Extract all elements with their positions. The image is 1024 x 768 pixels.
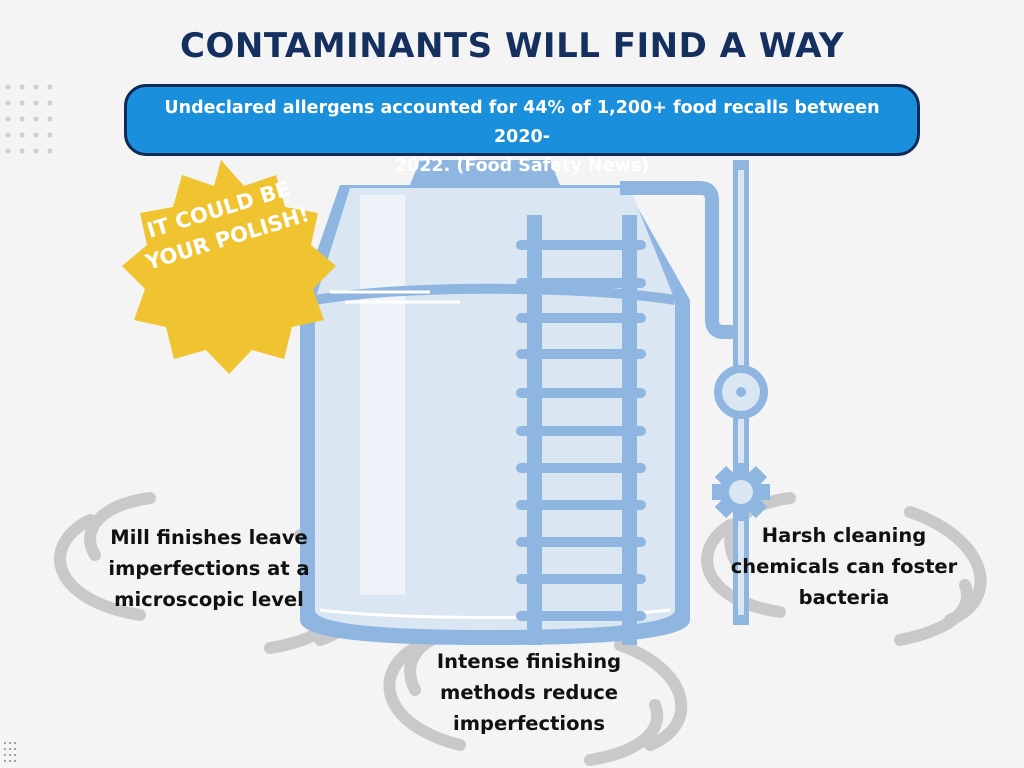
pipe (620, 181, 740, 339)
caption-mill-finishes: Mill finishes leave imperfections at a m… (108, 526, 310, 611)
statistic-banner: Undeclared allergens accounted for 44% o… (124, 84, 920, 176)
banner-line-2: 2022. (Food Safety News) (394, 156, 650, 176)
gear-icon (712, 463, 770, 521)
caption-harsh-chemicals: Harsh cleaning chemicals can foster bact… (730, 524, 958, 609)
dot-grid-small-decoration (4, 742, 16, 762)
ladder (516, 215, 646, 645)
caption-intense-finishing: Intense finishing methods reduce imperfe… (436, 650, 622, 735)
page-title: CONTAMINANTS WILL FIND A WAY (180, 26, 844, 66)
pressure-gauge (714, 365, 768, 419)
starburst-badge (122, 160, 336, 374)
banner-line-1: Undeclared allergens accounted for 44% o… (164, 98, 880, 147)
dot-grid-decoration (5, 84, 53, 154)
